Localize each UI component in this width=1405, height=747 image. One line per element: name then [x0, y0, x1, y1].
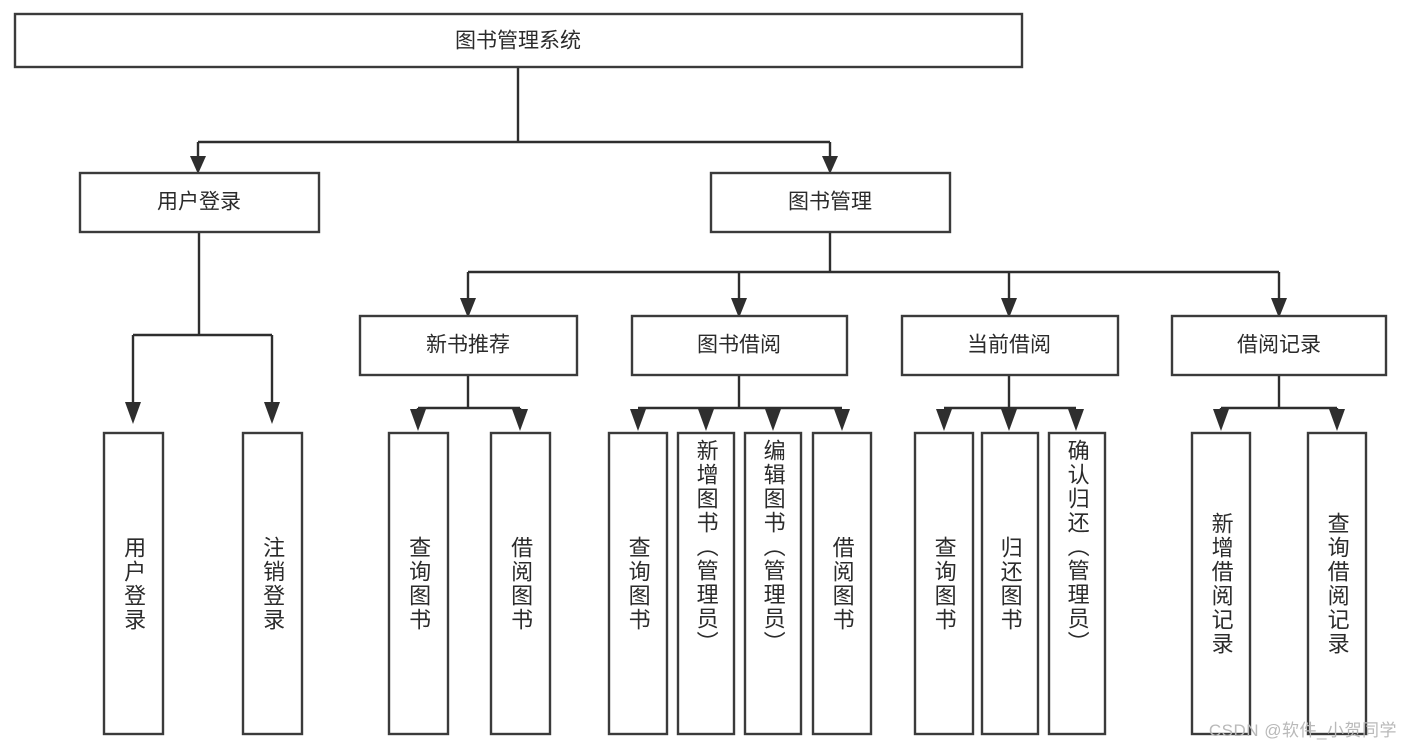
- node-leaf-return-book[interactable]: [980, 431, 1040, 736]
- arrow-bm-to-new-book: [460, 298, 476, 318]
- node-leaf-query-borrow-record[interactable]: [1306, 431, 1368, 736]
- node-book-borrow[interactable]: [630, 314, 849, 377]
- node-leaf-add-borrow-record[interactable]: [1190, 431, 1252, 736]
- node-leaf-query-book-borrow[interactable]: [607, 431, 669, 736]
- node-layer: 图书管理系统 用户登录 图书管理 新书推荐 图书借阅 当前借阅 借阅记录: [13, 12, 1388, 736]
- node-leaf-add-book-admin[interactable]: [676, 431, 736, 736]
- arrow-bm-to-book-borrow: [731, 298, 747, 318]
- node-leaf-user-login[interactable]: [102, 431, 165, 736]
- watermark: CSDN @软件_小贺同学: [1208, 721, 1397, 740]
- arrow-bm-to-borrow-record: [1271, 298, 1287, 318]
- arrow-bookborrow-child-4: [834, 409, 850, 431]
- node-leaf-query-book-recommend[interactable]: [387, 431, 450, 736]
- arrow-newbook-child-1: [410, 409, 426, 431]
- arrow-root-to-book-manage: [822, 156, 838, 174]
- arrow-bookborrow-child-2: [698, 409, 714, 431]
- node-user-login-label: 用户登录: [157, 191, 241, 214]
- arrow-user-login-child-1: [125, 402, 141, 424]
- node-book-management[interactable]: [709, 171, 952, 234]
- node-leaf-borrow-book[interactable]: [811, 431, 873, 736]
- node-leaf-logout[interactable]: [241, 431, 304, 736]
- arrow-currentborrow-child-3: [1068, 409, 1084, 431]
- node-borrow-record[interactable]: [1170, 314, 1388, 377]
- node-root-label: 图书管理系统: [455, 30, 581, 53]
- arrow-bm-to-current-borrow: [1001, 298, 1017, 318]
- node-book-borrow-label: 图书借阅: [697, 334, 781, 357]
- arrow-bookborrow-child-3: [765, 409, 781, 431]
- node-leaf-confirm-return-admin[interactable]: [1047, 431, 1107, 736]
- node-current-borrow[interactable]: [900, 314, 1120, 377]
- arrow-currentborrow-child-1: [936, 409, 952, 431]
- node-borrow-record-label: 借阅记录: [1237, 334, 1321, 357]
- arrow-borrowrecord-child-1: [1213, 409, 1229, 431]
- arrow-bookborrow-child-1: [630, 409, 646, 431]
- node-new-book-recommend-label: 新书推荐: [426, 334, 510, 357]
- node-root-book-management-system[interactable]: [13, 12, 1024, 69]
- node-leaf-borrow-book-recommend[interactable]: [489, 431, 552, 736]
- node-new-book-recommend[interactable]: [358, 314, 579, 377]
- connector-layer: [125, 67, 1345, 431]
- node-book-management-label: 图书管理: [788, 191, 872, 214]
- arrow-user-login-child-2: [264, 402, 280, 424]
- arrow-newbook-child-2: [512, 409, 528, 431]
- node-user-login[interactable]: [78, 171, 321, 234]
- arrow-borrowrecord-child-2: [1329, 409, 1345, 431]
- node-leaf-query-book-current[interactable]: [913, 431, 975, 736]
- arrow-currentborrow-child-2: [1001, 409, 1017, 431]
- arrow-root-to-user-login: [190, 156, 206, 174]
- node-leaf-edit-book-admin[interactable]: [743, 431, 803, 736]
- node-current-borrow-label: 当前借阅: [967, 334, 1051, 357]
